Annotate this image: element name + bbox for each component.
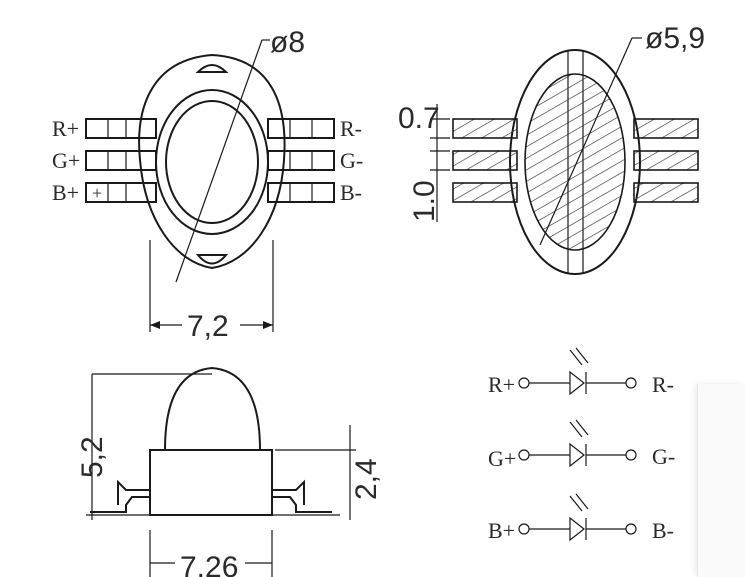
side-body-label: 2,4 bbox=[350, 458, 383, 500]
top-view: R+ G+ B+ + R- G- B- ø8 7,2 bbox=[52, 26, 363, 343]
schem-cathode-1: R- bbox=[652, 372, 674, 397]
pin-label-right-3: B- bbox=[340, 180, 362, 205]
bottom-notch bbox=[195, 254, 229, 265]
side-view: 5,2 2,4 7.26 bbox=[76, 366, 383, 577]
top-dia-label: ø8 bbox=[270, 26, 305, 59]
side-body bbox=[149, 449, 273, 516]
schematic: R+ R- G+ G- B+ bbox=[488, 347, 675, 543]
bottom-dia-leader bbox=[539, 37, 633, 246]
bottom-lead-left-2 bbox=[452, 150, 518, 171]
dia-leader-line bbox=[175, 39, 263, 283]
schem-anode-3: B+ bbox=[488, 518, 515, 543]
dome-lens bbox=[164, 366, 261, 451]
led-symbol-1 bbox=[569, 370, 585, 396]
pin-label-left-2: G+ bbox=[52, 148, 80, 173]
plus-mark: + bbox=[92, 183, 102, 203]
overlay-panel bbox=[697, 384, 745, 577]
pin-label-left-1: R+ bbox=[52, 116, 79, 141]
schematic-row-red: R+ R- bbox=[488, 347, 674, 397]
top-right-leads bbox=[267, 118, 335, 203]
bottom-lead-right-3 bbox=[633, 182, 699, 203]
side-lead-left bbox=[90, 496, 150, 513]
bottom-dia-label: ø5,9 bbox=[645, 22, 705, 55]
bottom-lead-right-2 bbox=[633, 150, 699, 171]
pitch-label: 0.7 bbox=[398, 102, 440, 135]
side-lead-right bbox=[272, 496, 332, 513]
led-symbol-2 bbox=[569, 442, 585, 468]
bottom-lead-left-3 bbox=[452, 182, 518, 203]
schem-cathode-3: B- bbox=[652, 518, 674, 543]
schem-cathode-2: G- bbox=[652, 444, 675, 469]
schematic-row-blue: B+ B- bbox=[488, 493, 674, 543]
schem-anode-1: R+ bbox=[488, 372, 515, 397]
pin-label-right-1: R- bbox=[340, 116, 362, 141]
schematic-row-green: G+ G- bbox=[488, 419, 675, 471]
pin-label-right-2: G- bbox=[340, 148, 363, 173]
lead-label: 1.0 bbox=[408, 180, 441, 222]
led-symbol-3 bbox=[569, 516, 585, 542]
pin-label-left-3: B+ bbox=[52, 180, 79, 205]
side-width-label: 7.26 bbox=[180, 551, 238, 577]
lens-ring-inner bbox=[165, 100, 259, 224]
top-width-label: 7,2 bbox=[187, 310, 229, 343]
top-notch bbox=[195, 64, 229, 73]
bottom-lead-right-1 bbox=[633, 118, 699, 139]
top-left-leads bbox=[85, 118, 157, 203]
side-height-label: 5,2 bbox=[76, 436, 109, 478]
thermal-pad bbox=[524, 73, 626, 251]
schem-anode-2: G+ bbox=[488, 446, 516, 471]
bottom-lead-left-1 bbox=[452, 118, 518, 139]
lens-ring-outer bbox=[155, 89, 269, 235]
top-outer-body bbox=[138, 53, 286, 270]
bottom-view: 0.7 1.0 ø5,9 bbox=[398, 22, 705, 275]
